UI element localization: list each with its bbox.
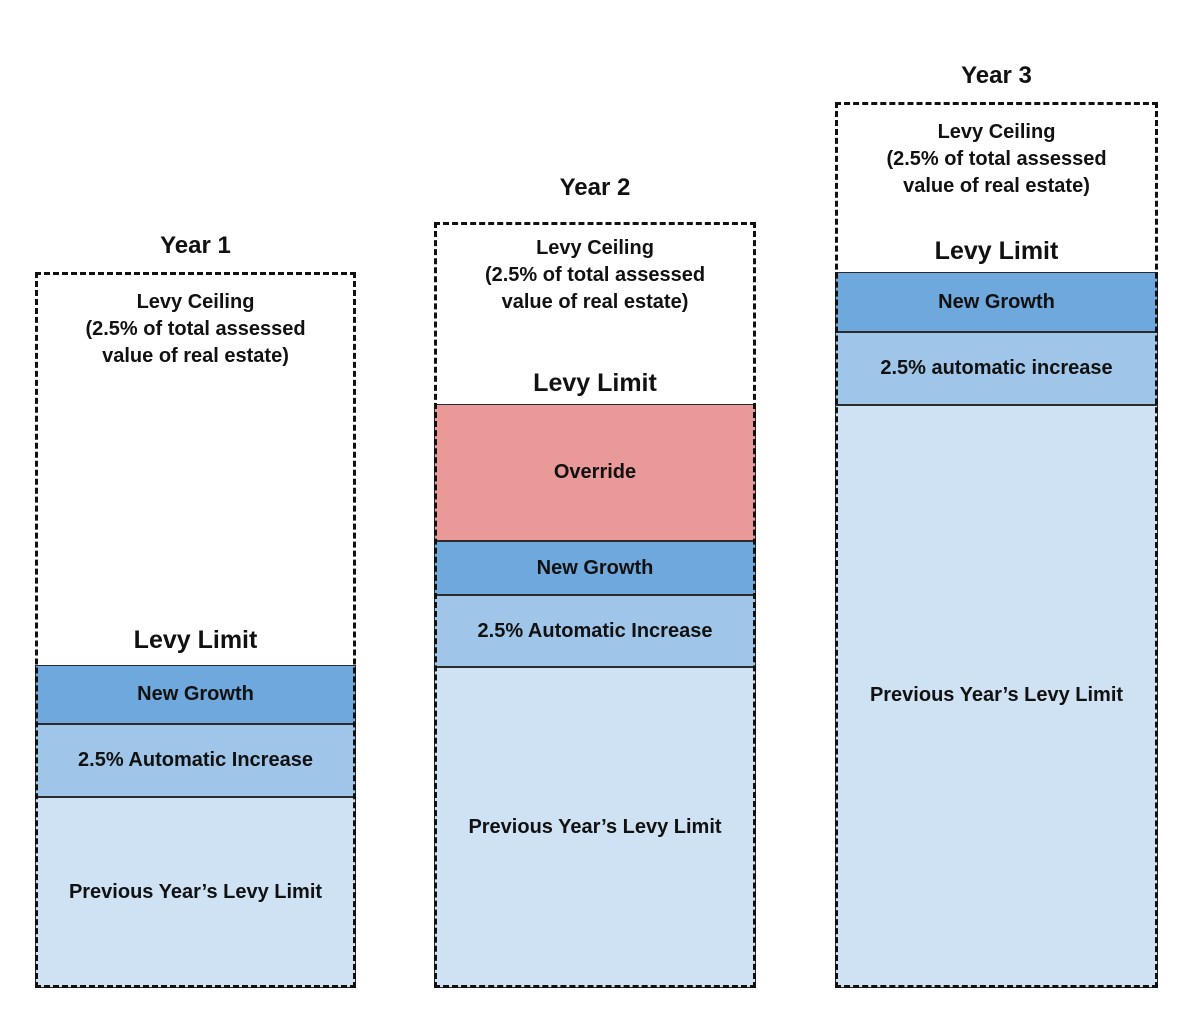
year-3-levy-limit-label: Levy Limit xyxy=(934,237,1059,265)
year-2-ceiling-line-1: Levy Ceiling xyxy=(536,237,654,259)
year-3-new-growth-segment: New Growth xyxy=(835,272,1158,332)
year-2-previous-limit-segment: Previous Year’s Levy Limit xyxy=(434,667,756,988)
year-3-previous-limit-segment: Previous Year’s Levy Limit xyxy=(835,405,1158,988)
year-2-levy-ceiling-label: Levy Ceiling (2.5% of total assessed val… xyxy=(434,235,756,316)
year-2-column: Year 2 Levy Ceiling (2.5% of total asses… xyxy=(434,174,756,988)
year-2-ceiling-line-2: (2.5% of total assessed xyxy=(484,264,706,286)
year-1-new-growth-segment: New Growth xyxy=(35,665,356,724)
year-2-levy-limit-label: Levy Limit xyxy=(533,369,657,397)
year-1-levy-limit-label: Levy Limit xyxy=(133,626,258,654)
year-2-title: Year 2 xyxy=(559,174,631,201)
year-1-title: Year 1 xyxy=(160,232,231,259)
year-3-automatic-increase-segment: 2.5% automatic increase xyxy=(835,332,1158,405)
year-1-ceiling-line-3: value of real estate) xyxy=(102,345,289,367)
year-1-levy-ceiling-label: Levy Ceiling (2.5% of total assessed val… xyxy=(35,289,356,370)
year-3-ceiling-line-3: value of real estate) xyxy=(903,175,1090,197)
year-1-automatic-increase-segment: 2.5% Automatic Increase xyxy=(35,724,356,797)
year-1-previous-limit-segment: Previous Year’s Levy Limit xyxy=(35,797,356,988)
year-3-ceiling-line-2: (2.5% of total assessed xyxy=(886,148,1107,170)
year-3-column: Year 3 Levy Ceiling (2.5% of total asses… xyxy=(835,62,1158,988)
year-3-title: Year 3 xyxy=(961,62,1032,89)
year-2-ceiling-line-3: value of real estate) xyxy=(501,291,689,313)
year-2-new-growth-segment: New Growth xyxy=(434,541,756,595)
year-2-automatic-increase-segment: 2.5% Automatic Increase xyxy=(434,595,756,667)
year-1-ceiling-line-1: Levy Ceiling xyxy=(136,291,255,313)
year-1-ceiling-line-2: (2.5% of total assessed xyxy=(85,318,306,340)
year-3-ceiling-line-1: Levy Ceiling xyxy=(937,121,1056,143)
year-3-levy-ceiling-label: Levy Ceiling (2.5% of total assessed val… xyxy=(835,119,1158,200)
year-2-override-segment: Override xyxy=(434,404,756,541)
year-1-column: Year 1 Levy Ceiling (2.5% of total asses… xyxy=(35,232,356,988)
